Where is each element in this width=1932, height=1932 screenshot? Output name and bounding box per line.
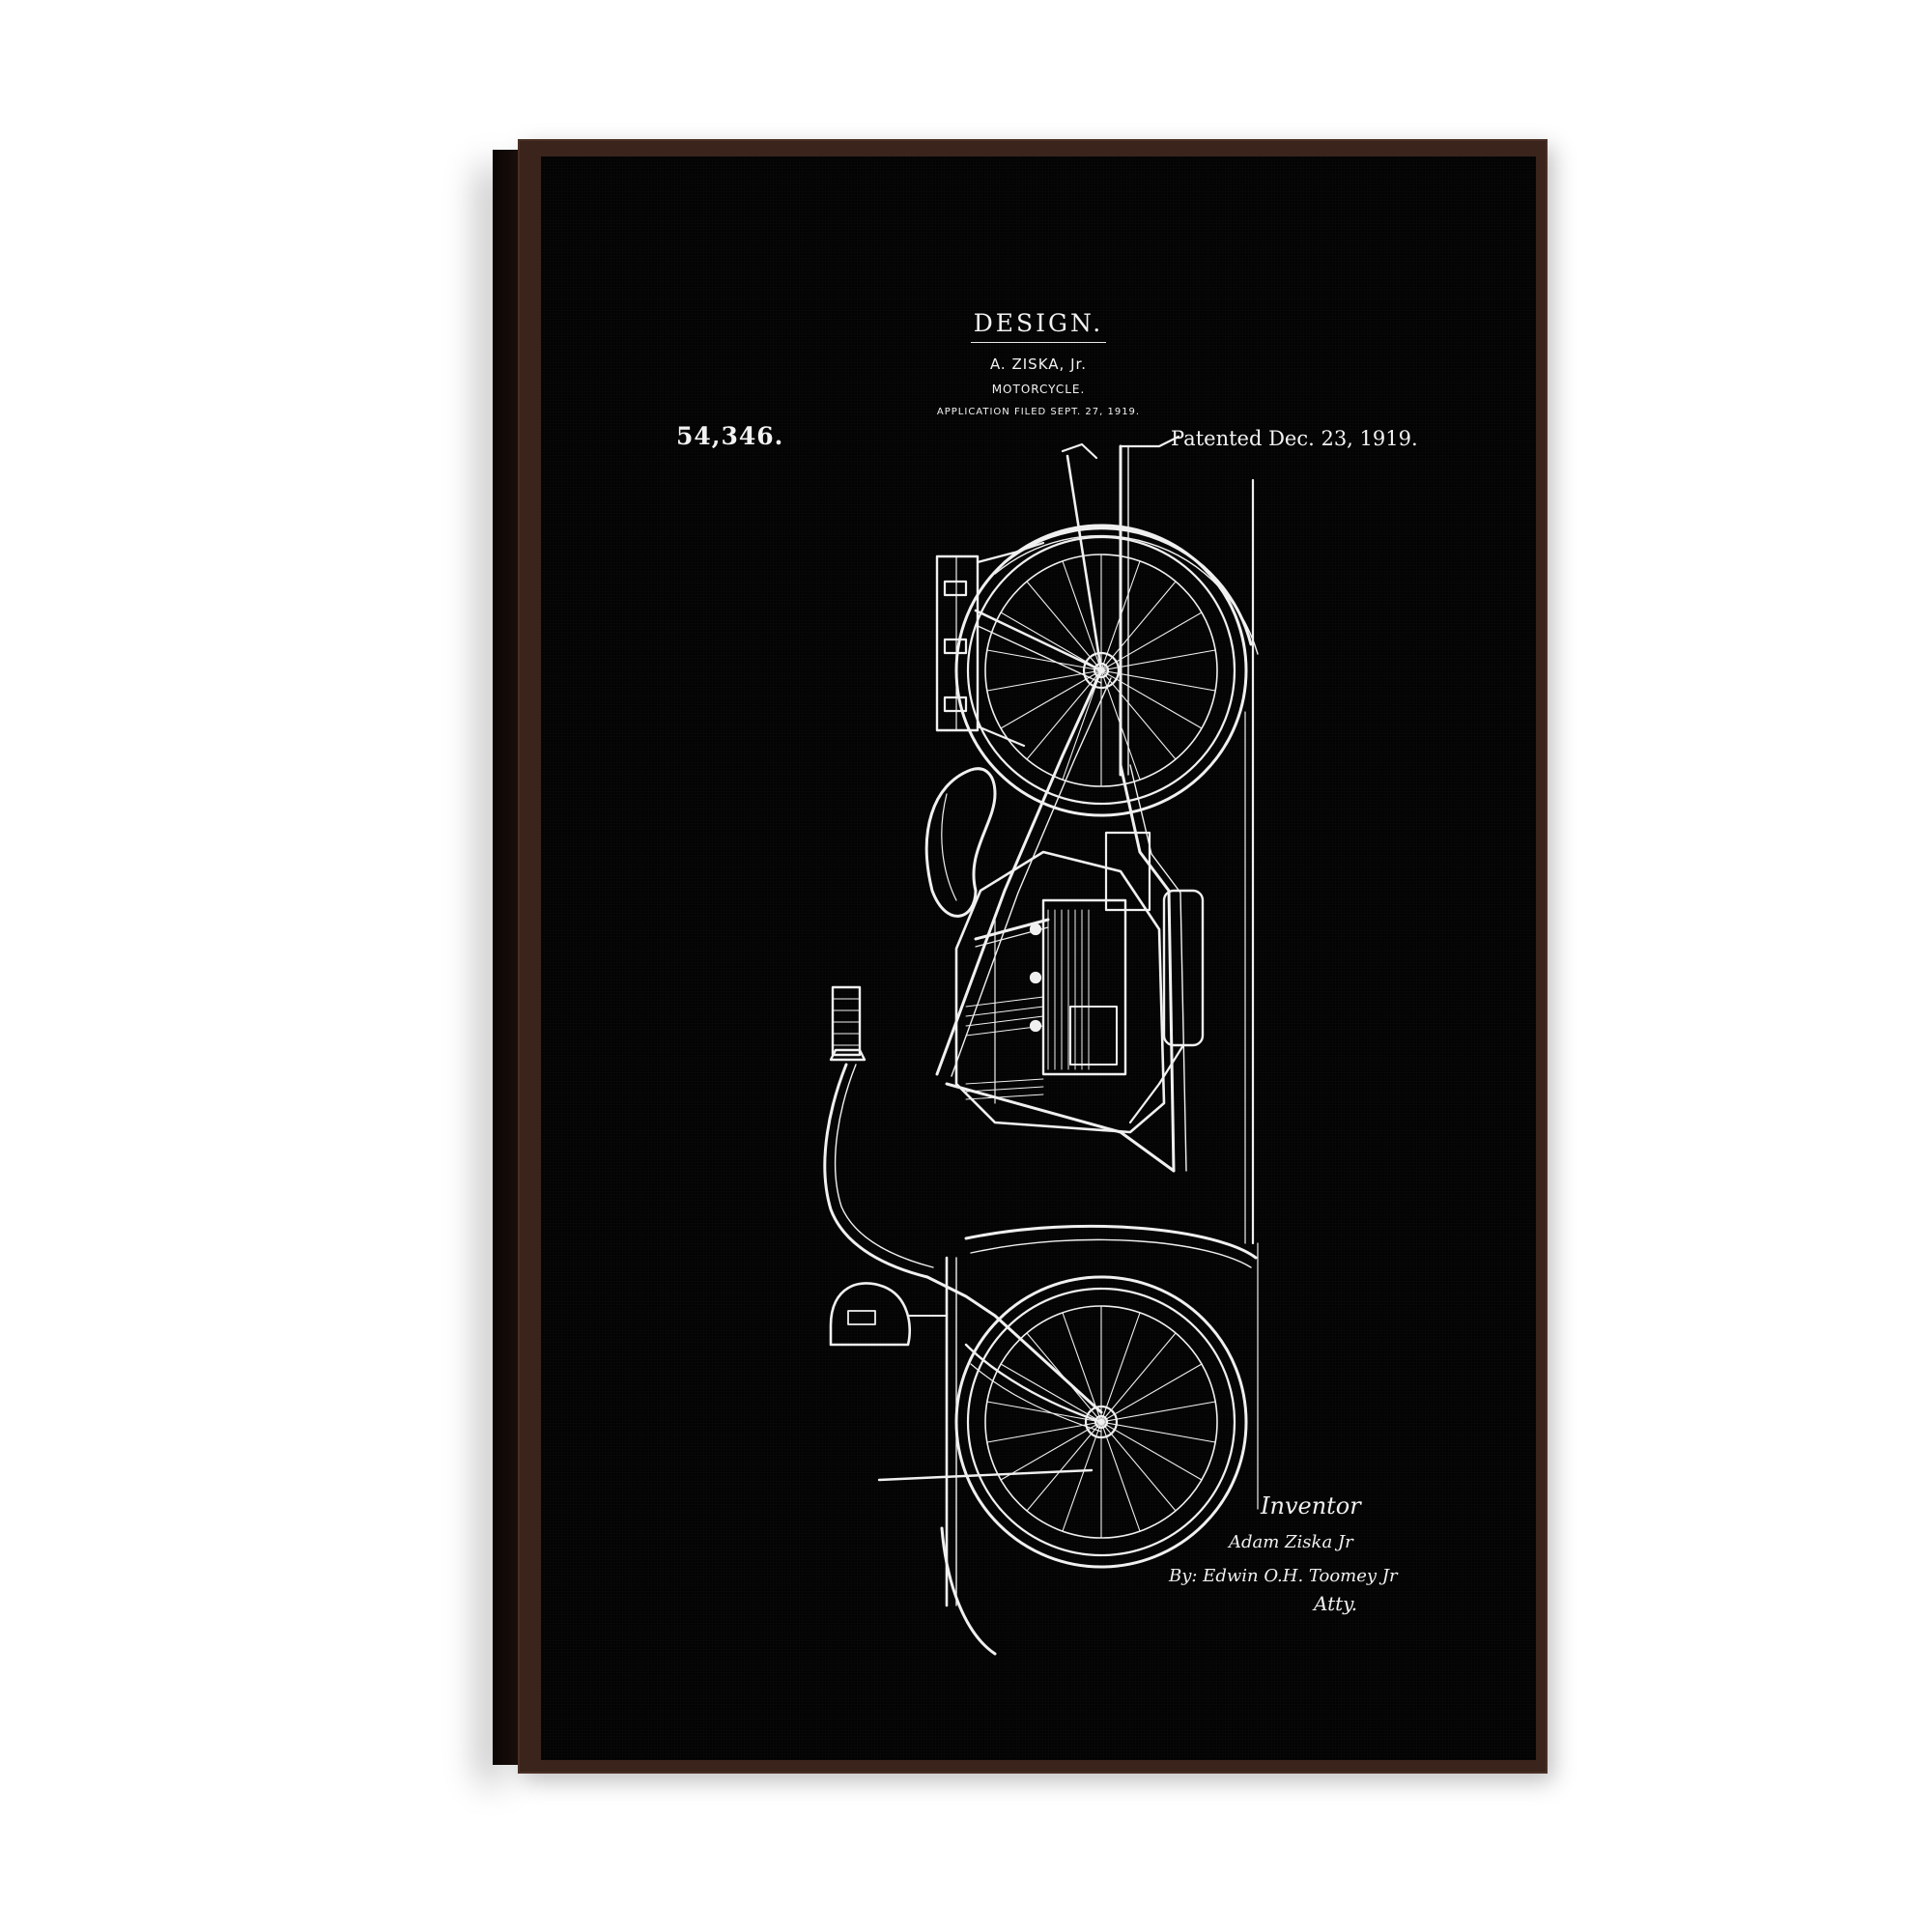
signature-attorney: Atty.: [1312, 1592, 1357, 1615]
rear-wheel: [954, 524, 1259, 817]
patented-date: Patented Dec. 23, 1919.: [1171, 427, 1418, 450]
inventor-name: A. ZISKA, Jr.: [989, 355, 1088, 373]
signature-inventor-label: Inventor: [1260, 1492, 1362, 1520]
fuel-tank: [954, 850, 1166, 1134]
motorcycle-drawing: Inventor Adam Ziska Jr By: Edwin O.H. To…: [823, 435, 1399, 1656]
patent-number: 54,346.: [676, 422, 784, 450]
front-wheel: [877, 1275, 1248, 1569]
front-wheel-spokes: [986, 1305, 1216, 1539]
signature-inventor: Adam Ziska Jr: [1227, 1532, 1354, 1552]
handlebar: [823, 985, 934, 1279]
tank-shading: [965, 996, 1044, 1100]
patent-print-canvas: DESIGN. A. ZISKA, Jr. MOTORCYCLE. APPLIC…: [541, 156, 1536, 1760]
front-fender: [940, 1224, 1258, 1656]
rear-luggage-rack: [935, 541, 1045, 748]
engine: [974, 831, 1151, 1076]
signature-block: Inventor Adam Ziska Jr By: Edwin O.H. To…: [1168, 1492, 1399, 1615]
engine-cooling-fins: [1047, 909, 1090, 1070]
rear-stays: [974, 435, 1180, 777]
patent-subject: MOTORCYCLE.: [991, 383, 1086, 396]
exhaust-muffler: [1128, 889, 1205, 1124]
heading-underline: [971, 342, 1106, 343]
design-heading: DESIGN.: [973, 309, 1104, 337]
signature-by-line: By: Edwin O.H. Toomey Jr: [1168, 1566, 1399, 1586]
grip-ridges: [832, 998, 861, 1046]
headlamp: [829, 1282, 948, 1347]
saddle: [924, 767, 997, 918]
application-filed-date: APPLICATION FILED SEPT. 27, 1919.: [936, 407, 1141, 417]
frame-side-edge: [493, 150, 518, 1765]
